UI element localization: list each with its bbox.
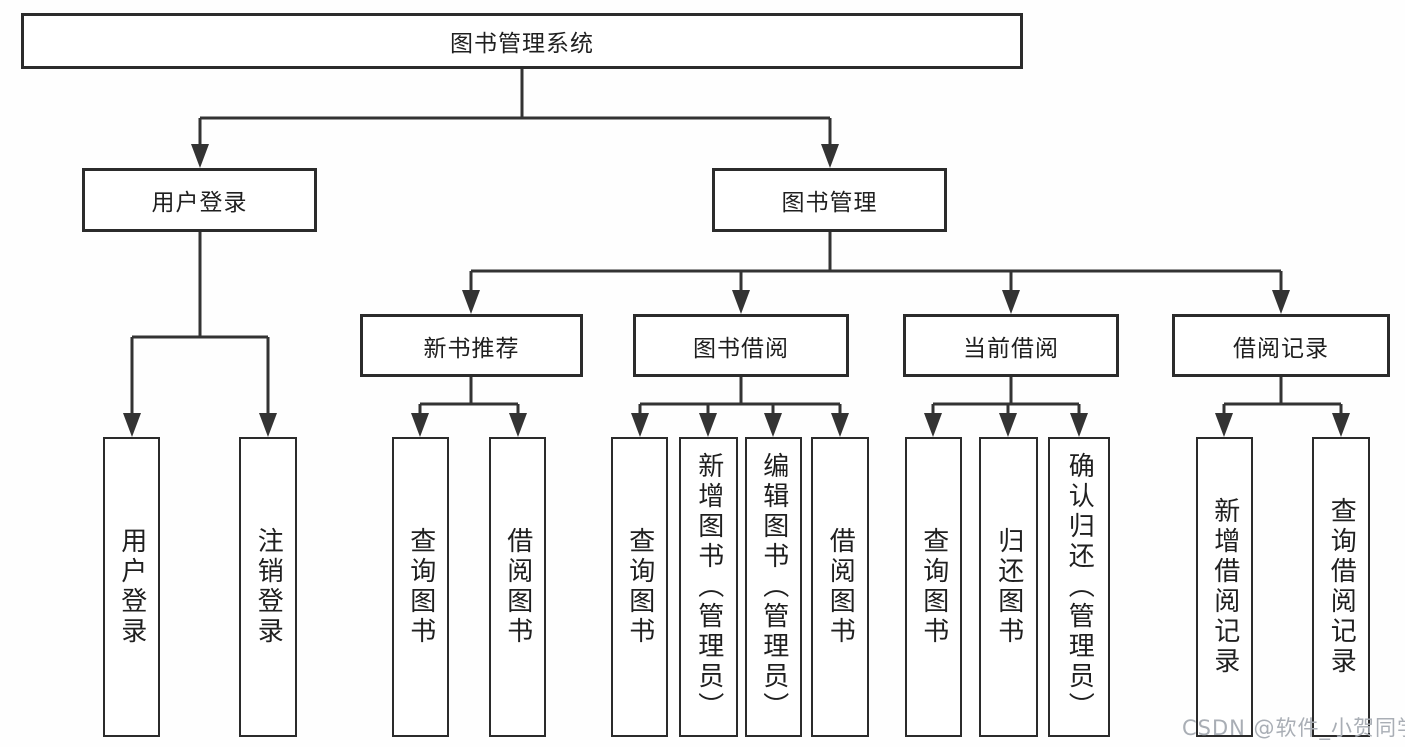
leaf-label: 用户登录: [116, 527, 147, 647]
leaf-label: 新增借阅记录: [1209, 497, 1240, 677]
leaf-edit-books-admin: 编辑图书（管理员）: [745, 437, 802, 737]
node-label: 图书管理: [781, 190, 878, 216]
leaf-query-books-current: 查询图书: [905, 437, 962, 737]
leaf-query-books-borrowing: 查询图书: [611, 437, 668, 737]
leaf-label: 查询图书: [624, 527, 655, 647]
leaf-label: 新增图书（管理员）: [693, 452, 724, 722]
leaf-query-borrow-record: 查询借阅记录: [1312, 437, 1370, 737]
leaf-label: 确认归还（管理员）: [1064, 452, 1095, 722]
node-label: 借阅记录: [1233, 335, 1329, 362]
node-label: 用户登录: [151, 190, 248, 216]
leaf-borrow-books-recommend: 借阅图书: [489, 437, 546, 737]
leaf-label: 查询借阅记录: [1326, 497, 1357, 677]
leaf-label: 借阅图书: [502, 527, 533, 647]
csdn-watermark: CSDN @软件_小贺同学: [1182, 716, 1405, 740]
leaf-label: 编辑图书（管理员）: [758, 452, 789, 722]
leaf-label: 查询图书: [918, 527, 949, 647]
node-borrowing-records: 借阅记录: [1172, 314, 1390, 377]
node-user-login: 用户登录: [82, 168, 317, 232]
leaf-query-books-recommend: 查询图书: [392, 437, 449, 737]
node-library-management-system: 图书管理系统: [21, 13, 1023, 69]
node-current-borrowing: 当前借阅: [903, 314, 1119, 377]
node-new-book-recommendation: 新书推荐: [360, 314, 583, 377]
leaf-confirm-return-admin: 确认归还（管理员）: [1048, 437, 1110, 737]
leaf-add-books-admin: 新增图书（管理员）: [679, 437, 738, 737]
leaf-user-login: 用户登录: [103, 437, 160, 737]
node-label: 图书借阅: [693, 335, 789, 362]
node-label: 图书管理系统: [450, 31, 594, 57]
arrowhead-icons: [123, 144, 1350, 437]
leaf-label: 查询图书: [405, 527, 436, 647]
node-label: 新书推荐: [423, 335, 520, 362]
leaf-label: 借阅图书: [825, 527, 856, 647]
leaf-label: 注销登录: [253, 527, 284, 647]
node-label: 当前借阅: [963, 335, 1059, 362]
leaf-add-borrow-record: 新增借阅记录: [1196, 437, 1253, 737]
node-book-borrowing: 图书借阅: [633, 314, 849, 377]
leaf-logout: 注销登录: [239, 437, 297, 737]
node-book-management: 图书管理: [712, 168, 947, 232]
leaf-label: 归还图书: [993, 527, 1024, 647]
leaf-return-books: 归还图书: [979, 437, 1038, 737]
leaf-borrow-books-borrowing: 借阅图书: [811, 437, 869, 737]
